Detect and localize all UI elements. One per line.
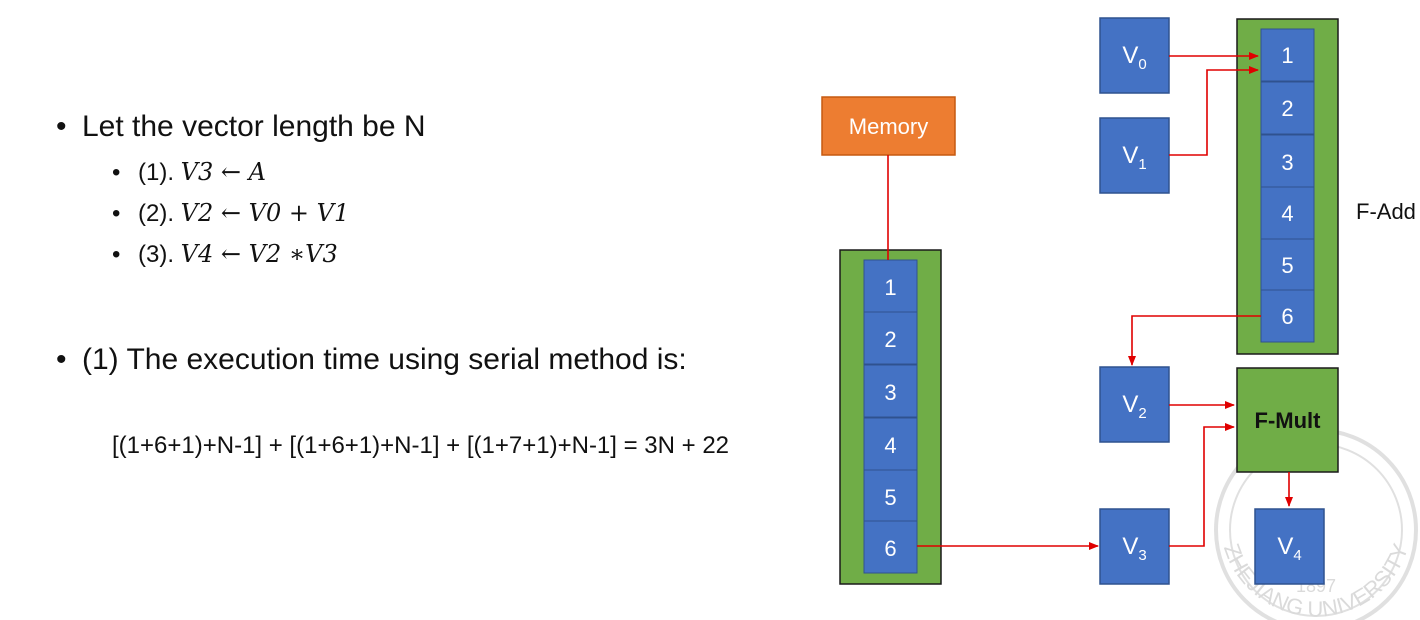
fadd-stage-2 <box>1260 81 1315 135</box>
fadd-stage-label: 5 <box>1281 253 1293 278</box>
execution-time-formula: [(1+6+1)+N-1] + [(1+6+1)+N-1] + [(1+7+1)… <box>112 432 730 459</box>
register-v3-base: V <box>1122 533 1138 560</box>
fadd-stage-3 <box>1260 134 1315 188</box>
memory-stage-3 <box>863 364 918 418</box>
fmult-label: F-Mult <box>1255 408 1322 433</box>
svg-text:V4: V4 <box>1277 533 1301 564</box>
memory-stage-label: 2 <box>884 327 896 352</box>
memory-stage-label: 4 <box>884 433 896 458</box>
register-v1-sub: 1 <box>1138 156 1146 173</box>
fadd-stage-label: 1 <box>1281 43 1293 68</box>
fadd-stage-1 <box>1260 28 1315 82</box>
memory-stage-5 <box>863 469 918 523</box>
fadd-to-v2-arrow <box>1128 315 1261 366</box>
svg-text:V0: V0 <box>1122 42 1146 73</box>
fadd-pipeline: 1 2 3 4 5 6 <box>1236 18 1339 355</box>
fadd-stage-label: 4 <box>1281 201 1293 226</box>
memory-pipeline: 1 2 3 4 5 6 <box>839 249 942 585</box>
register-v3-sub: 3 <box>1138 547 1146 564</box>
memory-stage-2 <box>863 311 918 365</box>
bullet-vector-length: •Let the vector length be N <box>56 110 426 143</box>
register-v4-sub: 4 <box>1293 547 1301 564</box>
svg-text:V1: V1 <box>1122 142 1146 173</box>
v1-to-fadd-arrow <box>1169 66 1259 156</box>
svg-text:V2: V2 <box>1122 391 1146 422</box>
memory-box <box>821 96 956 156</box>
memory-stage-1 <box>863 259 918 313</box>
memory-label: Memory <box>849 114 928 139</box>
register-v2: V2 <box>1099 366 1170 443</box>
register-v0: V0 <box>1099 17 1170 94</box>
connections <box>887 52 1293 550</box>
register-v1: V1 <box>1099 117 1170 194</box>
memory-stage-6 <box>863 520 918 574</box>
fadd-stage-label: 3 <box>1281 150 1293 175</box>
fadd-stage-label: 2 <box>1281 96 1293 121</box>
memory-stage-label: 3 <box>884 380 896 405</box>
v3-to-fmult-arrow <box>1169 423 1235 547</box>
memory-stage-4 <box>863 417 918 471</box>
register-v1-base: V <box>1122 142 1138 169</box>
memory-stage-label: 6 <box>884 536 896 561</box>
fadd-stage-4 <box>1260 186 1315 240</box>
fadd-label: F-Add <box>1356 199 1416 224</box>
fadd-stage-6 <box>1260 289 1315 343</box>
sub-bullet-1: •(1). V3 ← A <box>112 158 266 186</box>
fmult-box <box>1236 367 1339 473</box>
sub-bullet-3: •(3). V4 ← V2 ∗V3 <box>112 240 338 268</box>
sub-bullet-2: •(2). V2 ← V0 + V1 <box>112 199 350 227</box>
register-v4-base: V <box>1277 533 1293 560</box>
memory-stage-label: 5 <box>884 485 896 510</box>
register-v2-sub: 2 <box>1138 405 1146 422</box>
svg-text:V3: V3 <box>1122 533 1146 564</box>
text-panel: •Let the vector length be N •(1). V3 ← A… <box>56 110 730 459</box>
register-v0-base: V <box>1122 42 1138 69</box>
fadd-stage-label: 6 <box>1281 304 1293 329</box>
register-v0-sub: 0 <box>1138 56 1146 73</box>
register-v2-base: V <box>1122 391 1138 418</box>
memory-stage-label: 1 <box>884 275 896 300</box>
fmult-unit: F-Mult <box>1236 367 1339 473</box>
register-v4: V4 <box>1254 508 1325 585</box>
memory-unit: Memory <box>821 96 956 156</box>
bullet-serial-time: •(1) The execution time using serial met… <box>56 343 687 376</box>
register-v3: V3 <box>1099 508 1170 585</box>
